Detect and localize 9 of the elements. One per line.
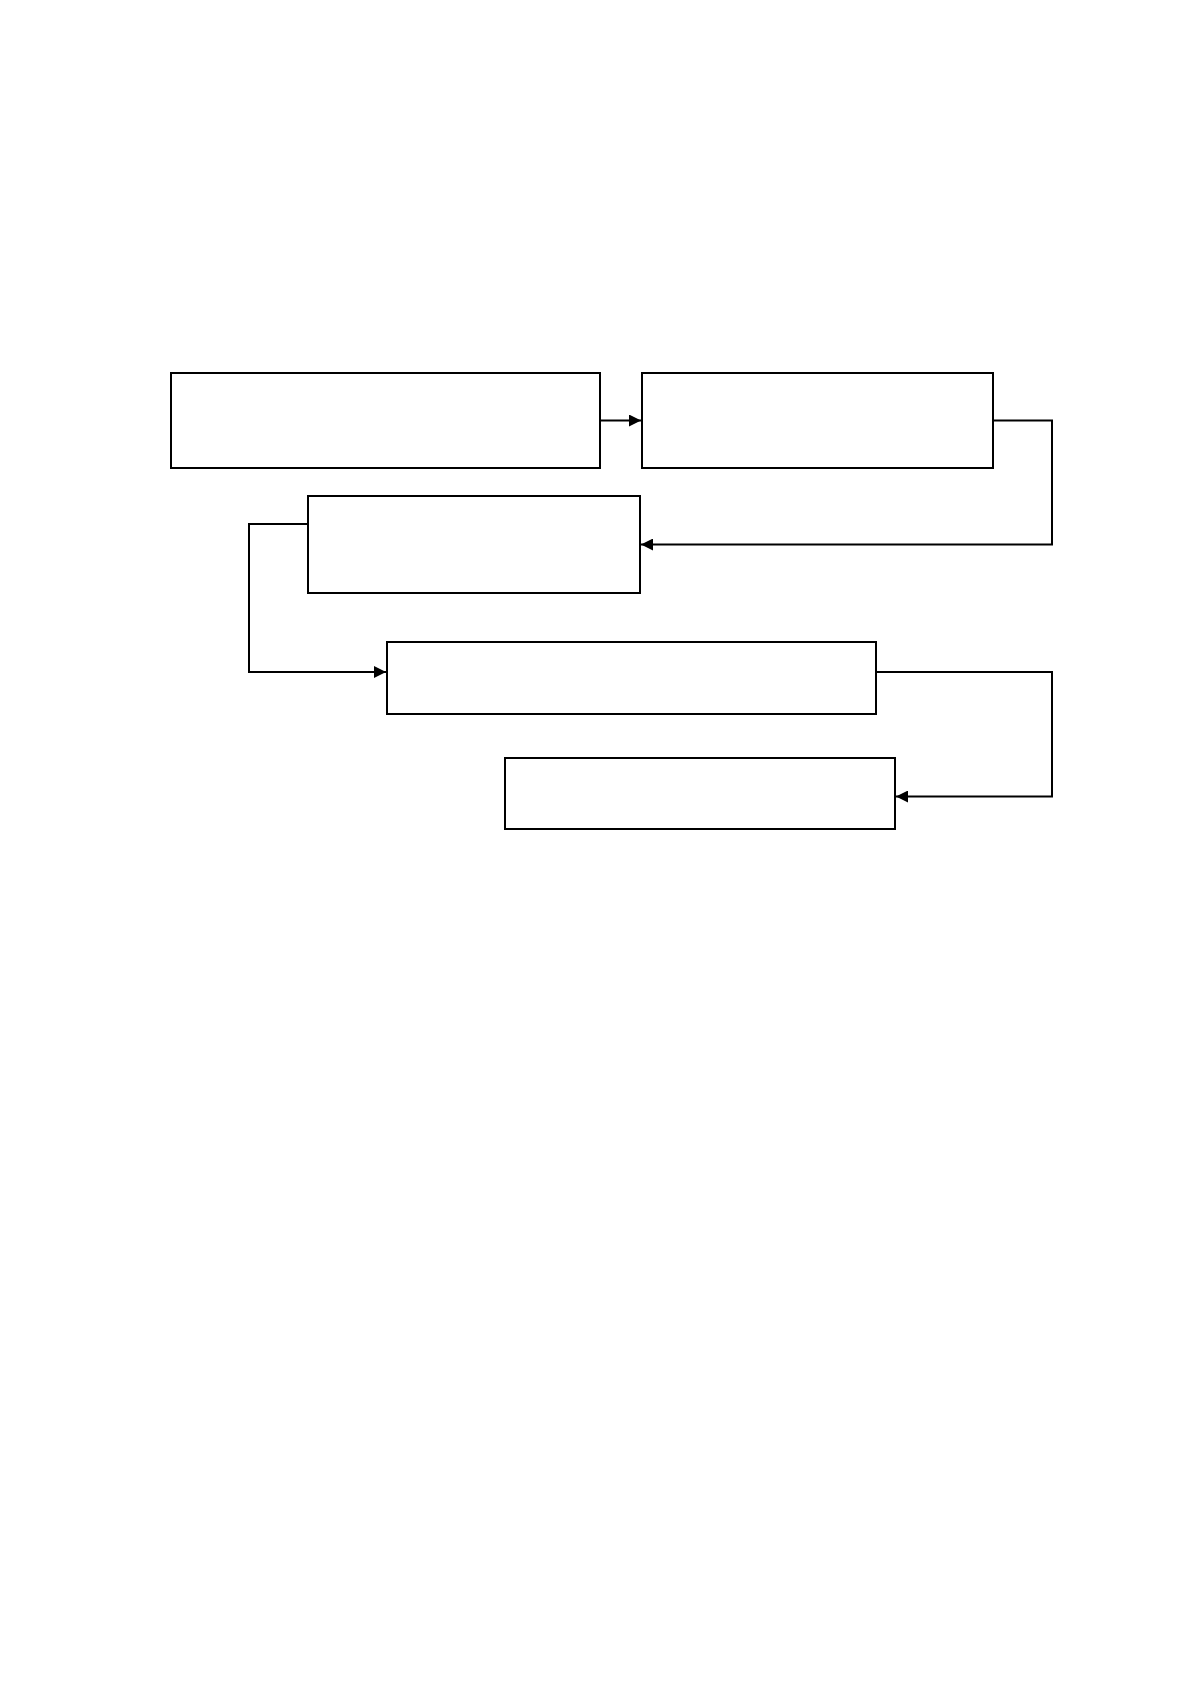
empty-box [307,495,641,594]
empty-box [170,372,601,469]
empty-box [386,641,877,715]
connector-arrow [640,419,1053,551]
connector-arrow [600,414,642,427]
connector-arrow [248,523,387,678]
empty-box [504,757,896,830]
connector-arrow [876,671,1053,803]
empty-box [641,372,994,469]
